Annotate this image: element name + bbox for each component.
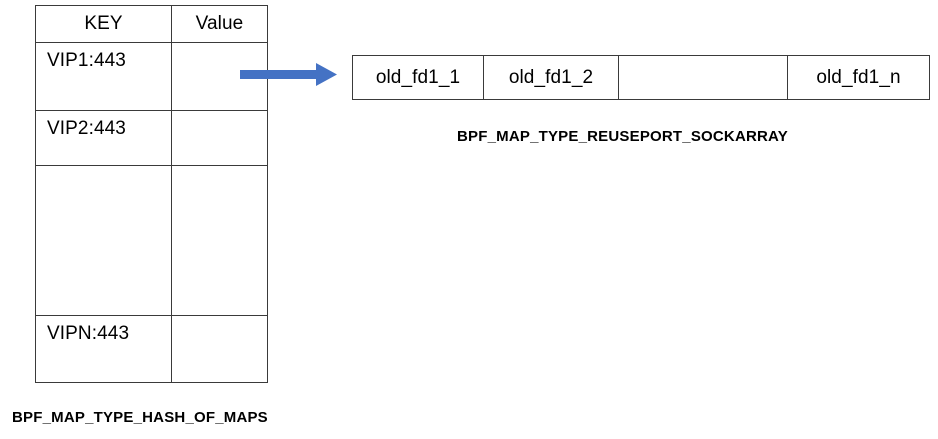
table-row: VIP2:443 <box>35 110 172 166</box>
hash-of-maps-value-cell <box>171 315 268 383</box>
sockarray-caption: BPF_MAP_TYPE_REUSEPORT_SOCKARRAY <box>457 128 788 145</box>
hash-of-maps-header-value: Value <box>171 5 268 43</box>
sockarray-cell: old_fd1_2 <box>483 55 619 100</box>
hash-of-maps-header-key: KEY <box>35 5 172 43</box>
hash-of-maps-value-cell <box>171 110 268 166</box>
table-row: VIPN:443 <box>35 315 172 383</box>
table-row <box>35 165 172 316</box>
table-row: VIP1:443 <box>35 42 172 111</box>
sockarray-cell: old_fd1_n <box>787 55 930 100</box>
hash-of-maps-value-cell <box>171 165 268 316</box>
sockarray-cell: old_fd1_1 <box>352 55 484 100</box>
points-to-arrow-icon <box>238 60 342 90</box>
hash-of-maps-caption: BPF_MAP_TYPE_HASH_OF_MAPS <box>12 409 268 426</box>
sockarray-cell <box>618 55 788 100</box>
